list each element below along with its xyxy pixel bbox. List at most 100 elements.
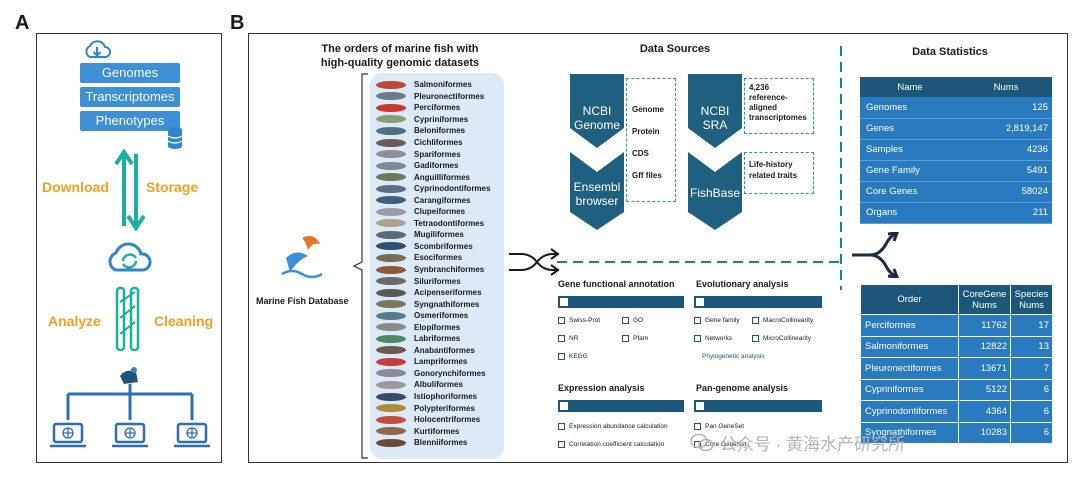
source-item: CDS — [632, 149, 649, 158]
fish-icon — [376, 415, 406, 424]
fish-icon — [376, 150, 406, 159]
option-nr[interactable]: NR — [558, 335, 578, 342]
header-line: Nums — [1019, 299, 1044, 311]
source-item: Genome — [632, 105, 665, 114]
cloud-sync-icon — [108, 242, 152, 272]
fish-order-item: Osmeriformes — [370, 310, 504, 322]
header-line: CoreGene — [962, 288, 1007, 300]
fish-icon — [376, 323, 406, 332]
option-go[interactable]: GO — [622, 317, 643, 324]
option-microcollinearity[interactable]: MicroCollinearity — [752, 335, 811, 342]
species-cell: 6 — [1010, 378, 1053, 401]
stat-value-cell: 5491 — [960, 160, 1052, 182]
fish-orders-title-line2: high-quality genomic datasets — [320, 57, 480, 69]
fish-icon — [376, 253, 406, 262]
database-name: Marine Fish Database — [256, 296, 349, 306]
fish-order-item: Lampriformes — [370, 356, 504, 368]
option-swiss-prot[interactable]: Swiss-Prot — [558, 317, 600, 324]
fish-order-item: Acipenseriformes — [370, 287, 504, 299]
fish-order-item: Syngnathiformes — [370, 298, 504, 310]
source-item: Gff files — [632, 171, 662, 180]
coregene-cell: 4364 — [958, 400, 1011, 423]
fish-order-item: Cichliformes — [370, 137, 504, 149]
ncbi-genome-line2: Genome — [573, 118, 621, 132]
wechat-icon — [690, 433, 714, 451]
sra-desc-line: reference- — [749, 93, 788, 102]
stat-name-cell: Genes — [860, 118, 960, 140]
option-label: NR — [569, 335, 579, 342]
fish-order-label: Cichliformes — [414, 138, 463, 147]
fish-order-item: Beloniformes — [370, 125, 504, 137]
option-networks[interactable]: Networks — [694, 335, 732, 342]
ncbi-genome-chevron — [570, 74, 624, 148]
option-label: Core GeneSet — [705, 441, 747, 448]
ncbi-sra-line1: NCBI — [700, 104, 730, 118]
fish-order-item: Tetraodontiformes — [370, 218, 504, 230]
option-kegg[interactable]: KEGG — [558, 353, 588, 360]
stack-item-transcriptomes: Transcriptomes — [80, 87, 180, 107]
fish-icon — [376, 196, 406, 205]
fish-order-label: Labriformes — [414, 334, 461, 344]
fish-order-label: Carangiformes — [414, 195, 471, 205]
gene-functional-bar — [558, 296, 684, 308]
marine-fish-logo-icon — [281, 234, 323, 279]
download-label: Download — [42, 179, 109, 195]
fish-icon — [376, 392, 406, 401]
fish-order-item: Labriformes — [370, 333, 504, 345]
option-gene-family[interactable]: Gene family — [694, 317, 740, 324]
species-cell: 7 — [1010, 357, 1053, 380]
option-label: Pan GeneSet — [705, 423, 745, 430]
evolutionary-bar — [694, 296, 822, 308]
order-name-cell: Salmoniformes — [860, 335, 959, 358]
source-chevrons — [570, 74, 742, 230]
panel-b-frame — [248, 33, 1068, 463]
fish-icon — [376, 103, 406, 112]
option-macrocollinearity[interactable]: MacroCollinearity — [752, 317, 813, 324]
fish-icon — [376, 265, 406, 274]
option-expression-abundance[interactable]: Expression abundance calculation — [558, 423, 668, 430]
option-pfam[interactable]: Pfam — [622, 335, 648, 342]
stat-name-cell: Gene Family — [860, 160, 960, 182]
analyze-label: Analyze — [48, 313, 101, 329]
fish-order-item: Esociformes — [370, 252, 504, 264]
fish-order-item: Istiophoriformes — [370, 391, 504, 403]
cloud-download-icon — [85, 40, 111, 58]
option-label: Expression abundance calculation — [569, 423, 668, 430]
ncbi-sra-desc: 4,236 reference- aligned transcriptomes — [744, 78, 814, 134]
coregene-cell: 13671 — [958, 357, 1011, 380]
fish-order-label: Polypteriformes — [414, 403, 475, 413]
fish-order-label: Istiophoriformes — [414, 392, 478, 402]
fish-order-label: Esociformes — [414, 253, 463, 263]
fish-list-bracket — [352, 73, 368, 459]
stat-value-cell: 211 — [960, 202, 1052, 224]
fishbase-desc-line: related traits — [749, 171, 798, 180]
option-phylogenetic-analysis[interactable]: Phylogenetic analysis — [694, 353, 765, 360]
fish-icon — [376, 173, 406, 182]
header-line: Species — [1014, 288, 1049, 300]
panel-a-label: A — [15, 12, 30, 34]
fish-order-label: Cyprinodontiformes — [414, 184, 491, 194]
fish-order-label: Siluriformes — [414, 276, 461, 286]
ncbi-sra-chevron — [688, 74, 742, 148]
evolutionary-options: Gene family MacroCollinearity Networks M… — [694, 317, 828, 365]
fish-order-label: Gonorynchiformes — [414, 368, 486, 378]
ncbi-genome-line1: NCBI — [582, 104, 612, 118]
fish-icon — [376, 242, 406, 251]
fishbase-chevron — [688, 152, 742, 230]
fish-icon — [376, 438, 406, 447]
fish-order-label: Perciformes — [414, 103, 461, 113]
option-pan-geneset[interactable]: Pan GeneSet — [694, 423, 744, 430]
fish-order-label: Kurtiformes — [414, 426, 460, 436]
coregene-cell: 12822 — [958, 335, 1011, 358]
option-correlation-coefficient[interactable]: Correlation coefficient calculation — [558, 441, 664, 448]
fish-order-label: Anabantiformes — [414, 345, 475, 355]
